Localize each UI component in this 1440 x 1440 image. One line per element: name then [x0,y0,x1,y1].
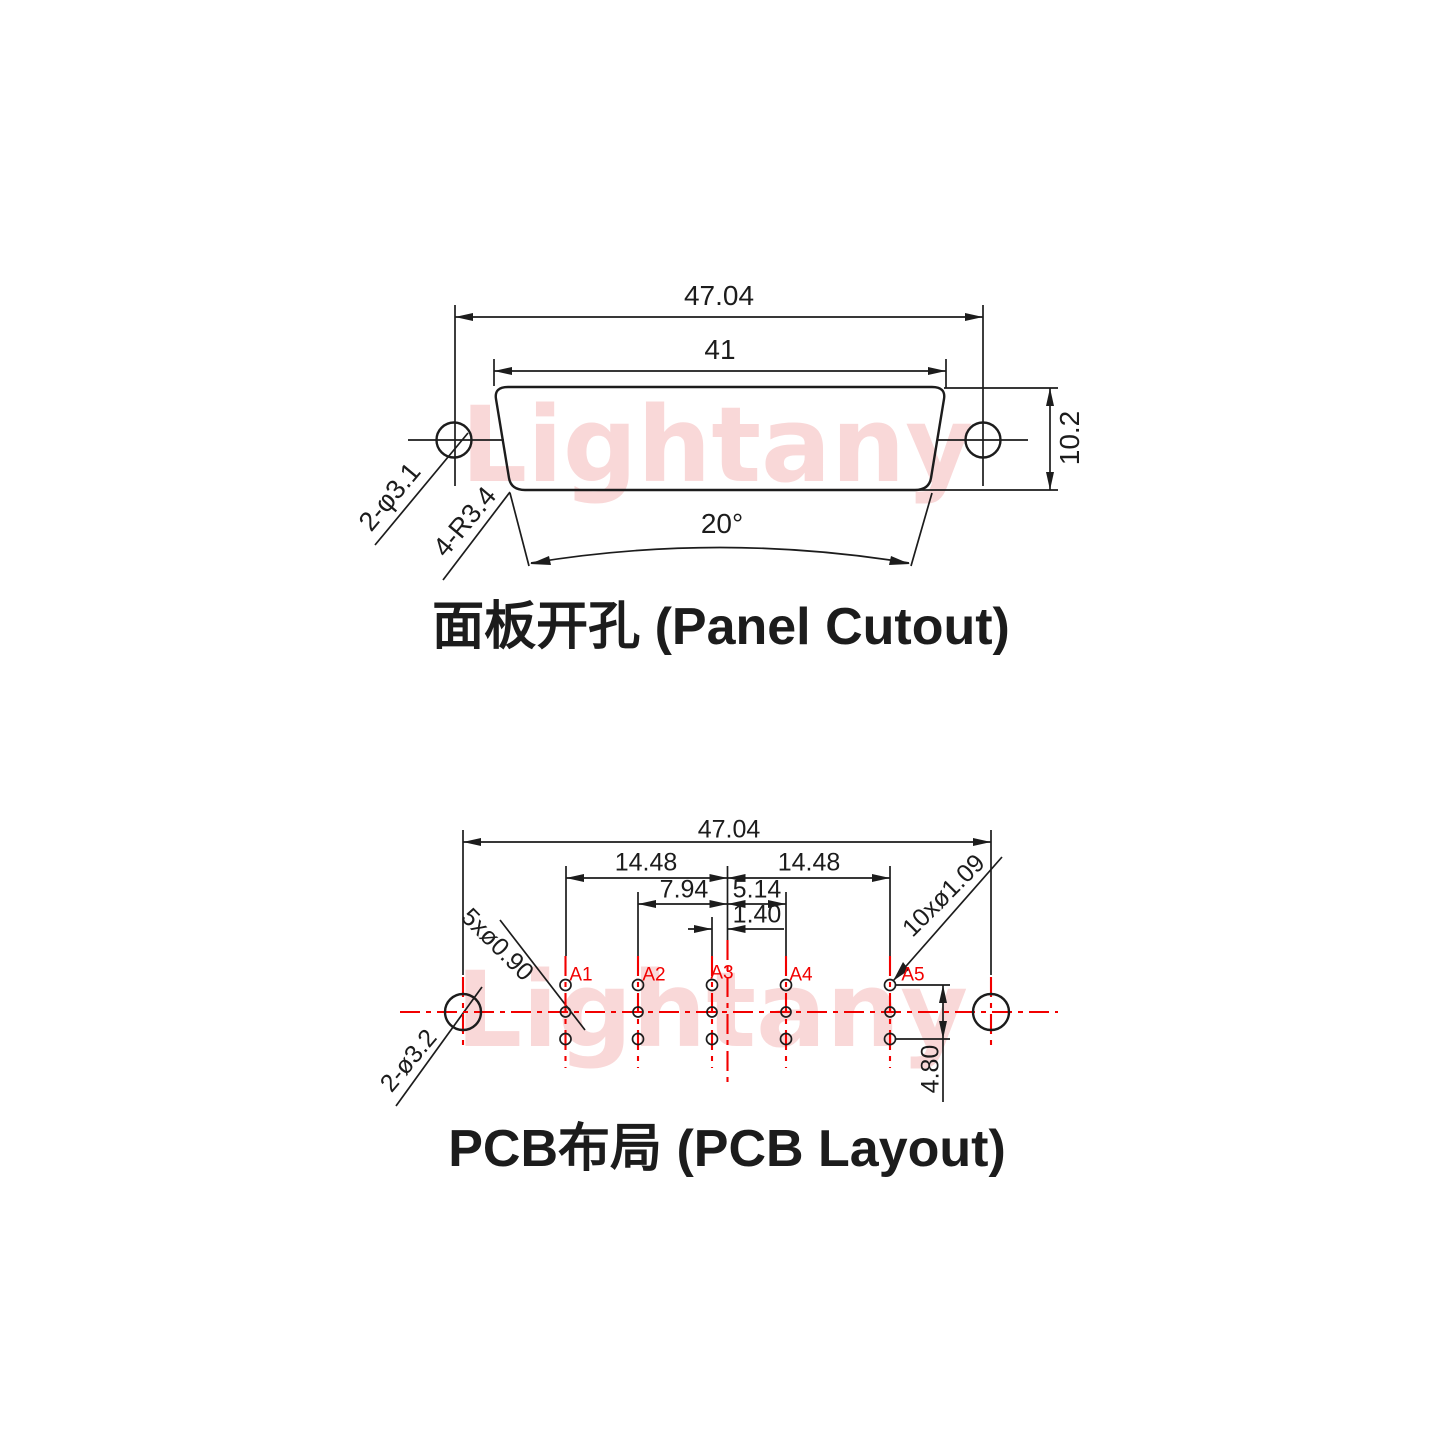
panel-angle-arc [530,546,910,564]
pcb-mount-hole-right [971,992,1011,1032]
panel-dim-cutout-width: 41 [704,334,736,365]
panel-leader-corner-radius [442,491,511,581]
pcb-dim-outer-width: 47.04 [697,815,761,844]
panel-dim-angle: 20° [700,508,744,539]
pcb-pin-label-a4: A4 [789,964,813,986]
pcb-dim-a2-span: 7.94 [659,875,709,904]
pcb-pin-label-a1: A1 [569,964,593,986]
panel-leader-mount-holes [374,432,469,546]
panel-cutout-drawing [374,305,1058,581]
panel-angle-ext-right [910,492,933,567]
pcb-mount-hole-left [443,992,483,1032]
pcb-pin-label-a2: A2 [642,964,666,986]
panel-angle-ext-left [509,492,530,567]
panel-cutout-shape [494,385,946,492]
pcb-dim-right-span: 14.48 [777,848,841,877]
pcb-pin-label-a3: A3 [710,962,734,984]
pcb-pin-holes [559,978,897,1046]
pcb-title: PCB布局 (PCB Layout) [448,1120,1006,1178]
pcb-dim-a4-span: 5.14 [732,875,782,904]
pcb-pin-label-a5: A5 [901,964,925,986]
panel-dim-height: 10.2 [1054,410,1085,466]
pcb-dim-row-span: 4.80 [916,1044,945,1094]
pcb-dim-left-span: 14.48 [614,848,678,877]
watermark-panel: Lightany [460,384,974,506]
pcb-leader-outer-holes [892,856,1003,982]
pcb-layout-drawing [395,830,1058,1107]
panel-title: 面板开孔 (Panel Cutout) [432,598,1010,656]
pcb-dim-a3-offset: 1.40 [732,900,782,929]
pcb-leader-mount-holes [395,986,483,1107]
panel-dim-outer-width: 47.04 [683,280,755,311]
